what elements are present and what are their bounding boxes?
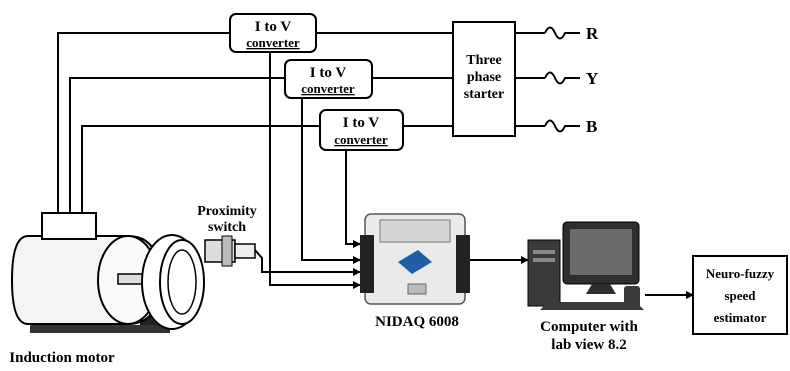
converter-1-title: I to V [255, 19, 292, 35]
wire-sensor-to-daq [254, 249, 361, 276]
rotating-disc [141, 234, 205, 330]
wiring [57, 32, 694, 299]
supply-y-label: Y [586, 69, 598, 88]
starter-box [452, 21, 516, 137]
daq-logo-icon [398, 250, 432, 274]
three-phase-starter: Three phase starter [452, 21, 516, 137]
wire-converter-2-to-motor [69, 77, 285, 213]
supply-r-symbol [544, 26, 580, 40]
starter-label-line3: starter [464, 87, 504, 102]
ni-daq-device: NIDAQ 6008 [360, 213, 470, 330]
converter-3-subtitle: converter [334, 132, 388, 147]
converter-1-subtitle: converter [246, 35, 300, 50]
proximity-switch-nut [221, 235, 233, 267]
computer-screen [570, 229, 632, 275]
computer-tower [527, 239, 561, 307]
neuro-fuzzy-estimator: Neuro-fuzzy speed estimator [692, 255, 788, 335]
disc-rim [159, 239, 205, 325]
computer-speaker [624, 286, 640, 308]
estimator-label-line1: Neuro-fuzzy [706, 266, 775, 281]
motor-label: Induction motor [9, 350, 115, 366]
daq-label: NIDAQ 6008 [375, 314, 459, 330]
supply-b: B [544, 117, 597, 136]
converter-3-title: I to V [343, 115, 380, 131]
wire-converter-2-to-daq [301, 96, 361, 264]
estimator-box [692, 255, 788, 335]
proximity-switch-label-line2: switch [208, 220, 246, 235]
converter-2-title: I to V [310, 65, 347, 81]
converter-3: I to V converter [319, 109, 404, 151]
supply-b-label: B [586, 117, 597, 136]
computer-tower-drive [533, 250, 555, 254]
supply-y-symbol [544, 71, 580, 85]
converter-2-subtitle: converter [301, 81, 355, 96]
computer-tower-drive-2 [533, 258, 555, 262]
wire-converter-3-to-daq [345, 148, 361, 248]
motor-base [30, 325, 170, 333]
disc-inner [167, 249, 197, 315]
daq-left-terminal [360, 235, 374, 293]
proximity-switch: Proximity switch [197, 204, 257, 267]
converter-1: I to V converter [229, 13, 317, 53]
converter-3-box [319, 109, 404, 151]
supply-y: Y [544, 69, 598, 88]
daq-cable-port [407, 283, 427, 295]
daq-top-panel [379, 219, 451, 243]
motor-shaft [117, 273, 145, 285]
starter-label-line1: Three [466, 53, 502, 68]
estimator-label-line2: speed [724, 288, 756, 303]
proximity-switch-tail [234, 243, 256, 259]
converter-1-box [229, 13, 317, 53]
computer-label-line1: Computer with [540, 319, 638, 335]
wire-converter-1-to-daq [269, 50, 361, 289]
motor-terminal-box [41, 212, 97, 240]
wire-converter-3-to-motor [81, 125, 320, 213]
daq-right-terminal [456, 235, 470, 293]
converter-2-box [284, 59, 373, 99]
converter-2: I to V converter [284, 59, 373, 99]
supply-b-symbol [544, 119, 580, 133]
computer-label-line2: lab view 8.2 [551, 337, 626, 353]
proximity-switch-label-line1: Proximity [197, 204, 257, 219]
supply-r: R [544, 24, 599, 43]
wire-converter-1-to-motor [57, 32, 230, 213]
computer-keyboard [540, 302, 644, 310]
computer-monitor-stand [586, 284, 616, 294]
induction-motor [10, 212, 170, 333]
starter-label-line2: phase [467, 70, 501, 85]
supply-r-label: R [586, 24, 599, 43]
estimator-label-line3: estimator [714, 310, 767, 325]
computer: Computer with lab view 8.2 [527, 221, 644, 353]
